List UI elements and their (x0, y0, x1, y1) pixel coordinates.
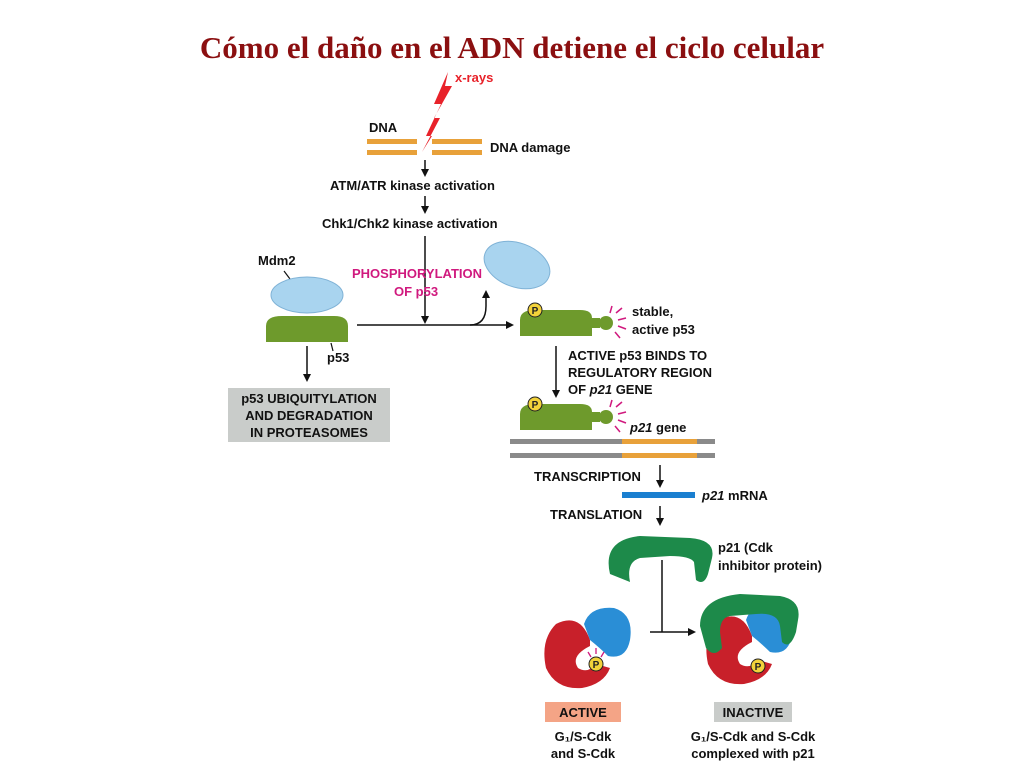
mdm2-released (483, 240, 551, 290)
phosphorylation-label-line2: OF p53 (394, 284, 438, 299)
p21-gene-dna (510, 439, 715, 458)
inactive-cdk-complex: P (700, 594, 799, 685)
inactive-desc-line1: G₁/S-Cdk and S-Cdk (691, 729, 816, 744)
bound-p53-phosphate: P (527, 396, 543, 412)
stable-label-line2: active p53 (632, 322, 695, 337)
binds-line1: ACTIVE p53 BINDS TO (568, 348, 707, 363)
p21-cdk-label-line2: inhibitor protein) (718, 558, 822, 573)
svg-text:P: P (755, 662, 762, 673)
stable-label-line1: stable, (632, 304, 673, 319)
binds-line2: REGULATORY REGION (568, 365, 712, 380)
active-desc-line2: and S-Cdk (551, 746, 616, 761)
dna-damage-label: DNA damage (490, 140, 570, 155)
slide-title: Cómo el daño en el ADN detiene el ciclo … (199, 30, 825, 65)
ubiquitylation-line3: IN PROTEASOMES (250, 425, 368, 440)
mdm2-protein (270, 276, 344, 314)
svg-text:P: P (593, 660, 600, 671)
inactive-badge (714, 702, 792, 722)
dna-label: DNA (369, 120, 398, 135)
active-badge-text: ACTIVE (559, 705, 607, 720)
p53-label: p53 (327, 350, 349, 365)
p53-pointer (330, 342, 334, 352)
active-cdk-complex: P (544, 607, 631, 689)
mdm2-label: Mdm2 (258, 253, 296, 268)
inactive-desc-line2: complexed with p21 (691, 746, 815, 761)
active-badge (545, 702, 621, 722)
transcription-label: TRANSCRIPTION (534, 469, 641, 484)
p21-cdk-label-line1: p21 (Cdk (718, 540, 774, 555)
arrow-mdm2-release (469, 290, 490, 326)
active-cdk-spark-icon (587, 648, 605, 658)
dna-strands (367, 139, 482, 155)
p21-protein (608, 536, 713, 582)
xrays-label: x-rays (455, 70, 493, 85)
active-p53-phosphate: P (527, 302, 543, 318)
svg-text:P: P (532, 306, 539, 317)
p53-protein-inactive (266, 316, 348, 342)
p21-gene-label: p21 gene (629, 420, 686, 435)
svg-text:P: P (532, 400, 539, 411)
phosphorylation-label-line1: PHOSPHORYLATION (352, 266, 482, 281)
ubiquitylation-line2: AND DEGRADATION (245, 408, 373, 423)
mdm2-pointer (283, 270, 291, 280)
xray-bolt-icon (422, 72, 452, 152)
translation-label: TRANSLATION (550, 507, 642, 522)
p21-mrna-strand (622, 492, 695, 498)
ubiquitylation-box (228, 388, 390, 442)
inactive-badge-text: INACTIVE (723, 705, 784, 720)
ubiquitylation-line1: p53 UBIQUITYLATION (241, 391, 377, 406)
binds-line3: OF p21 GENE (568, 382, 653, 397)
atm-atr-label: ATM/ATR kinase activation (330, 178, 495, 193)
chk-label: Chk1/Chk2 kinase activation (322, 216, 498, 231)
bound-p53-spark-icon (609, 399, 627, 433)
active-desc-line1: G₁/S-Cdk (555, 729, 612, 744)
active-p53-spark-icon (609, 305, 627, 339)
p21-mrna-label: p21 mRNA (701, 488, 768, 503)
